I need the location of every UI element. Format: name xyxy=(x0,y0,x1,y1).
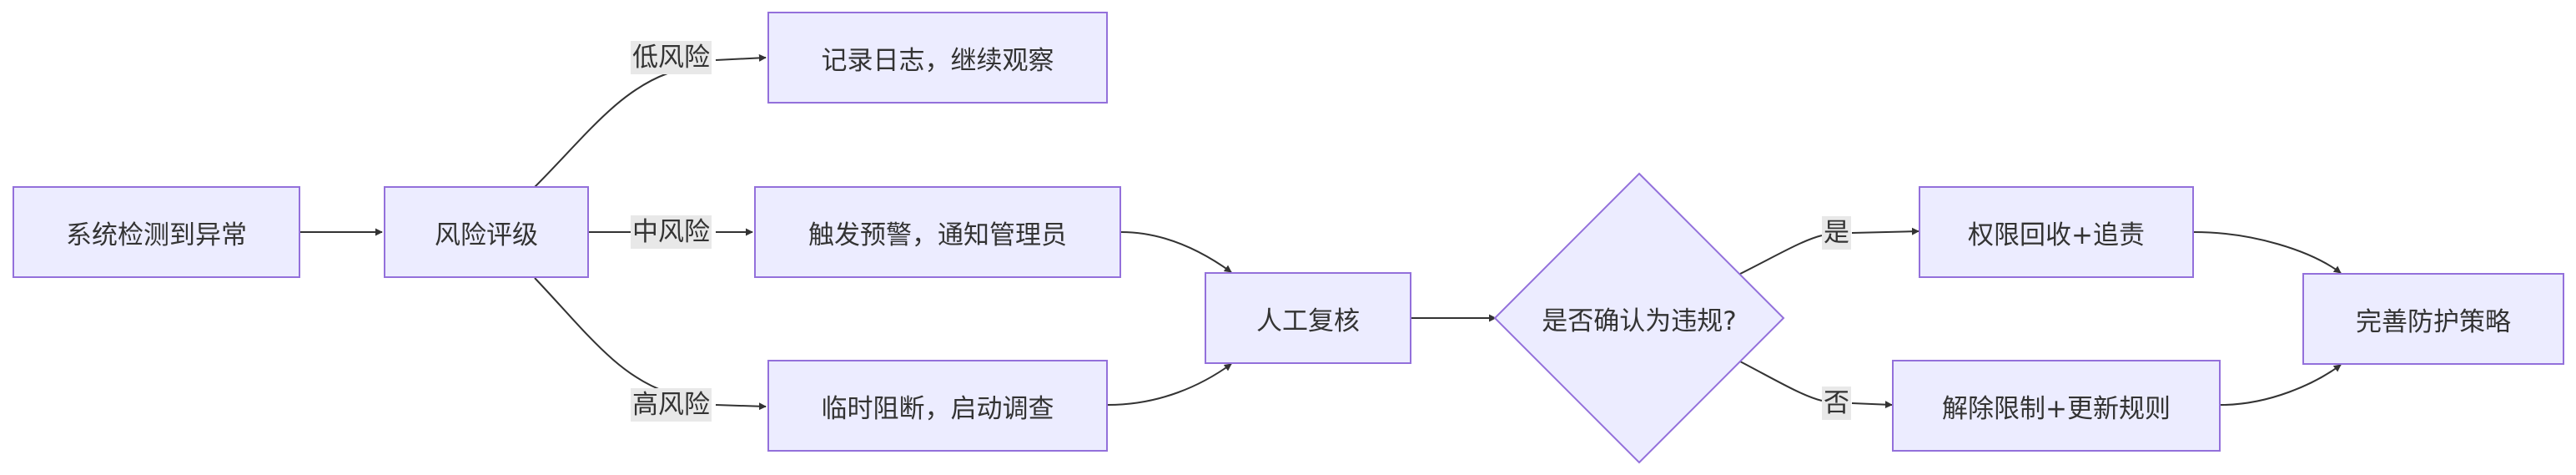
node-risk-rating: 风险评级 xyxy=(384,186,589,278)
node-lift-restriction-update-rules: 解除限制+更新规则 xyxy=(1892,360,2221,452)
edge-block-to-review xyxy=(1107,363,1232,406)
edge-label-high-risk: 高风险 xyxy=(631,388,712,422)
edge-risk-to-high-label xyxy=(534,277,668,393)
edge-label-yes: 是 xyxy=(1822,216,1851,250)
edge-label-no: 否 xyxy=(1822,387,1851,420)
edge-revoke-to-improve xyxy=(2193,231,2342,274)
node-trigger-alert: 触发预警，通知管理员 xyxy=(754,186,1121,278)
edge-label-low-risk: 低风险 xyxy=(631,41,712,74)
node-improve-protection-strategy: 完善防护策略 xyxy=(2302,273,2564,365)
node-system-detects-anomaly: 系统检测到异常 xyxy=(13,186,300,278)
node-temporary-block: 临时阻断，启动调查 xyxy=(767,360,1108,452)
edge-risk-to-low-label xyxy=(534,73,668,188)
edge-alert-to-review xyxy=(1120,231,1232,273)
edge-decision-to-yes-label xyxy=(1739,235,1823,275)
node-manual-review: 人工复核 xyxy=(1205,272,1411,364)
edge-low-label-to-log xyxy=(715,53,767,62)
edge-no-label-to-release xyxy=(1851,401,1893,409)
edge-high-label-to-block xyxy=(715,402,767,411)
node-log-and-observe: 记录日志，继续观察 xyxy=(767,12,1108,104)
edge-yes-label-to-revoke xyxy=(1851,227,1919,235)
edge-label-medium-risk: 中风险 xyxy=(631,215,712,249)
edge-release-to-improve xyxy=(2220,364,2342,406)
node-revoke-and-hold-accountable: 权限回收+追责 xyxy=(1919,186,2194,278)
decision-confirm-violation-label: 是否确认为违规? xyxy=(1542,306,1737,336)
edge-decision-to-no-label xyxy=(1739,361,1823,402)
decision-diamond xyxy=(1493,172,1785,464)
